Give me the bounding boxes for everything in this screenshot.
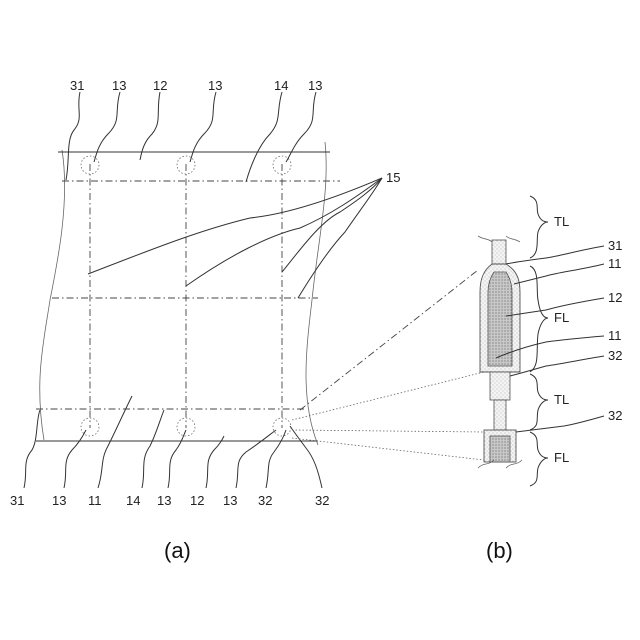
projection-lines bbox=[292, 270, 484, 460]
label-bottom-13c: 13 bbox=[223, 493, 237, 508]
projection-dot-2 bbox=[292, 430, 484, 432]
upper-core bbox=[488, 272, 512, 366]
brace-fl-bottom bbox=[530, 432, 548, 486]
label-bottom-32a: 32 bbox=[258, 493, 272, 508]
label-b-tl-bottom: TL bbox=[554, 392, 569, 407]
sheet-right-edge bbox=[306, 142, 326, 445]
caption-b: (b) bbox=[486, 538, 513, 563]
leader-bottom-32a bbox=[266, 430, 286, 488]
label-bottom-13a: 13 bbox=[52, 493, 66, 508]
leader-b-32-bottom bbox=[516, 416, 604, 432]
leader-bottom-11 bbox=[98, 396, 132, 488]
projection-dot-1 bbox=[292, 372, 484, 420]
lower-core bbox=[490, 436, 510, 462]
upper-thin-strip bbox=[492, 240, 506, 264]
label-b-12: 12 bbox=[608, 290, 622, 305]
panel-b-drawing bbox=[478, 196, 604, 486]
panel-a-drawing bbox=[24, 92, 382, 488]
leader-15-c bbox=[282, 178, 382, 272]
neck bbox=[490, 372, 510, 400]
leader-bottom-13a bbox=[64, 430, 86, 488]
label-b-fl-top: FL bbox=[554, 310, 569, 325]
label-top-14: 14 bbox=[274, 78, 288, 93]
label-b-32-top: 32 bbox=[608, 348, 622, 363]
label-bottom-31: 31 bbox=[10, 493, 24, 508]
label-top-13a: 13 bbox=[112, 78, 126, 93]
brace-tl-top bbox=[530, 196, 548, 258]
label-top-13b: 13 bbox=[208, 78, 222, 93]
leader-bottom-12 bbox=[206, 436, 224, 488]
leader-b-32-top bbox=[510, 356, 604, 376]
label-bottom-13b: 13 bbox=[157, 493, 171, 508]
sheet-left-edge bbox=[40, 150, 65, 440]
leader-bottom-14 bbox=[142, 410, 164, 488]
label-b-fl-bottom: FL bbox=[554, 450, 569, 465]
caption-a: (a) bbox=[164, 538, 191, 563]
leader-top-12 bbox=[140, 92, 160, 160]
label-bottom-12: 12 bbox=[190, 493, 204, 508]
label-bottom-32b: 32 bbox=[315, 493, 329, 508]
leader-15-d bbox=[298, 178, 382, 298]
projection-dashdot bbox=[300, 270, 478, 410]
leader-top-14 bbox=[246, 92, 282, 182]
label-top-12: 12 bbox=[153, 78, 167, 93]
leader-bottom-31 bbox=[24, 410, 40, 488]
projection-dot-3 bbox=[292, 438, 484, 460]
label-15: 15 bbox=[386, 170, 400, 185]
leader-bottom-32b bbox=[290, 426, 322, 488]
leader-top-31 bbox=[66, 92, 80, 180]
label-b-31: 31 bbox=[608, 238, 622, 253]
label-b-32-bottom: 32 bbox=[608, 408, 622, 423]
leader-15-a bbox=[88, 178, 382, 274]
leader-b-11-top bbox=[514, 264, 604, 284]
label-top-31: 31 bbox=[70, 78, 84, 93]
label-bottom-14: 14 bbox=[126, 493, 140, 508]
brace-tl-bottom bbox=[530, 374, 548, 430]
lower-thin-strip bbox=[494, 400, 506, 430]
label-b-11-top: 11 bbox=[608, 256, 622, 271]
top-break-right bbox=[506, 236, 520, 242]
brace-fl-top bbox=[530, 266, 548, 372]
label-top-13c: 13 bbox=[308, 78, 322, 93]
label-b-tl-top: TL bbox=[554, 214, 569, 229]
leader-b-31 bbox=[506, 246, 604, 264]
top-break-left bbox=[478, 236, 492, 242]
label-bottom-11: 11 bbox=[88, 493, 102, 508]
label-b-11-mid: 11 bbox=[608, 328, 622, 343]
leader-bottom-13b bbox=[168, 430, 186, 488]
